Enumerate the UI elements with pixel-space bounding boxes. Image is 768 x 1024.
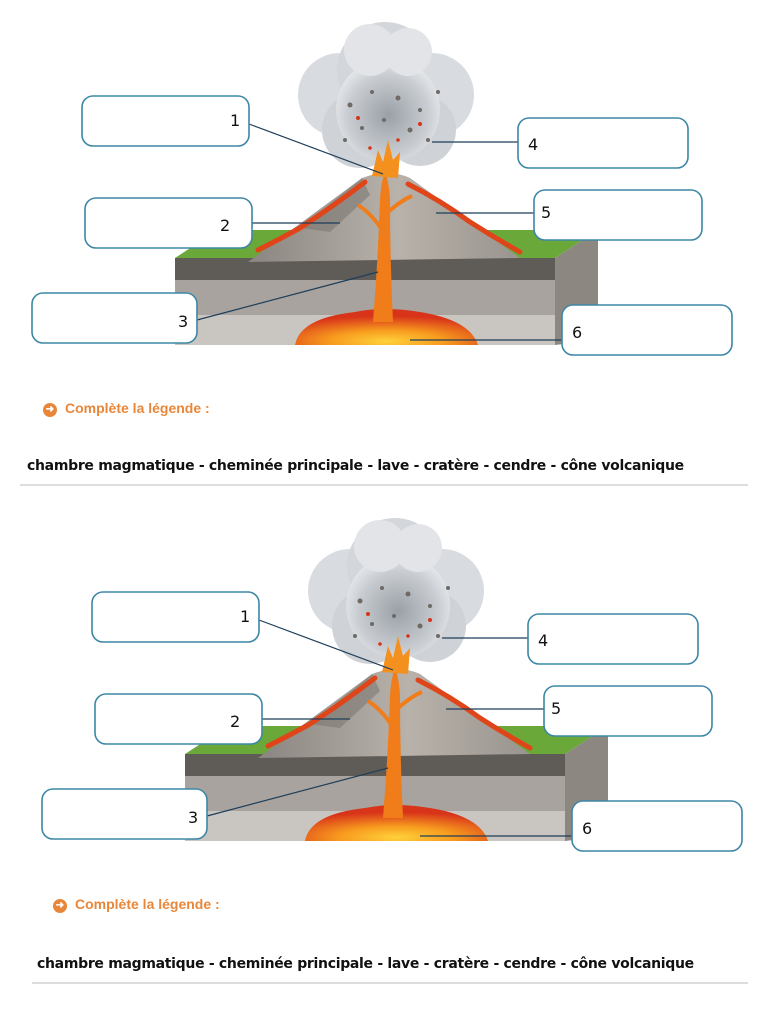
number-label-4: 4 xyxy=(538,631,548,650)
main-vent xyxy=(366,668,423,818)
divider xyxy=(20,484,748,486)
instruction-text: Complète la légende : xyxy=(65,400,210,416)
ash-cloud xyxy=(298,22,474,168)
label-box-4[interactable] xyxy=(527,613,699,665)
instruction: ➜ Complète la légende : xyxy=(43,400,210,417)
label-box-1[interactable] xyxy=(81,95,250,147)
number-label-1: 1 xyxy=(230,111,240,130)
label-box-5[interactable] xyxy=(543,685,713,737)
crater-eruption xyxy=(372,140,400,178)
number-label-2: 2 xyxy=(230,712,240,731)
arrow-right-icon: ➜ xyxy=(43,403,57,417)
label-box-3[interactable] xyxy=(41,788,208,840)
main-vent xyxy=(356,172,413,322)
number-label-5: 5 xyxy=(541,203,551,222)
word-bank: chambre magmatique - cheminée principale… xyxy=(27,458,684,474)
number-label-4: 4 xyxy=(528,135,538,154)
label-box-6[interactable] xyxy=(561,304,733,356)
divider xyxy=(32,982,748,984)
instruction: ➜ Complète la légende : xyxy=(53,896,220,913)
number-label-3: 3 xyxy=(188,808,198,827)
number-label-2: 2 xyxy=(220,216,230,235)
instruction-text: Complète la légende : xyxy=(75,896,220,912)
magma-chamber xyxy=(295,309,478,345)
worksheet-section-1: 1 2 3 4 5 6 ➜ Complète la légende : chamb… xyxy=(0,0,768,500)
arrow-right-icon: ➜ xyxy=(53,899,67,913)
leader-lines xyxy=(196,123,562,341)
label-box-4[interactable] xyxy=(517,117,689,169)
magma-chamber xyxy=(305,805,488,841)
label-box-3[interactable] xyxy=(31,292,198,344)
crater-eruption xyxy=(382,636,410,674)
worksheet-section-2: 1 2 3 4 5 6 ➜ Complète la légende : chamb… xyxy=(0,496,768,996)
number-label-3: 3 xyxy=(178,312,188,331)
number-label-5: 5 xyxy=(551,699,561,718)
number-label-1: 1 xyxy=(240,607,250,626)
label-box-2[interactable] xyxy=(84,197,253,249)
label-box-6[interactable] xyxy=(571,800,743,852)
label-box-2[interactable] xyxy=(94,693,263,745)
ash-cloud xyxy=(308,518,484,664)
number-label-6: 6 xyxy=(572,323,582,342)
leader-lines xyxy=(206,619,572,837)
lava-flows xyxy=(265,675,533,751)
number-label-6: 6 xyxy=(582,819,592,838)
lava-flows xyxy=(255,179,523,255)
label-box-5[interactable] xyxy=(533,189,703,241)
word-bank: chambre magmatique - cheminée principale… xyxy=(37,956,694,972)
label-box-1[interactable] xyxy=(91,591,260,643)
